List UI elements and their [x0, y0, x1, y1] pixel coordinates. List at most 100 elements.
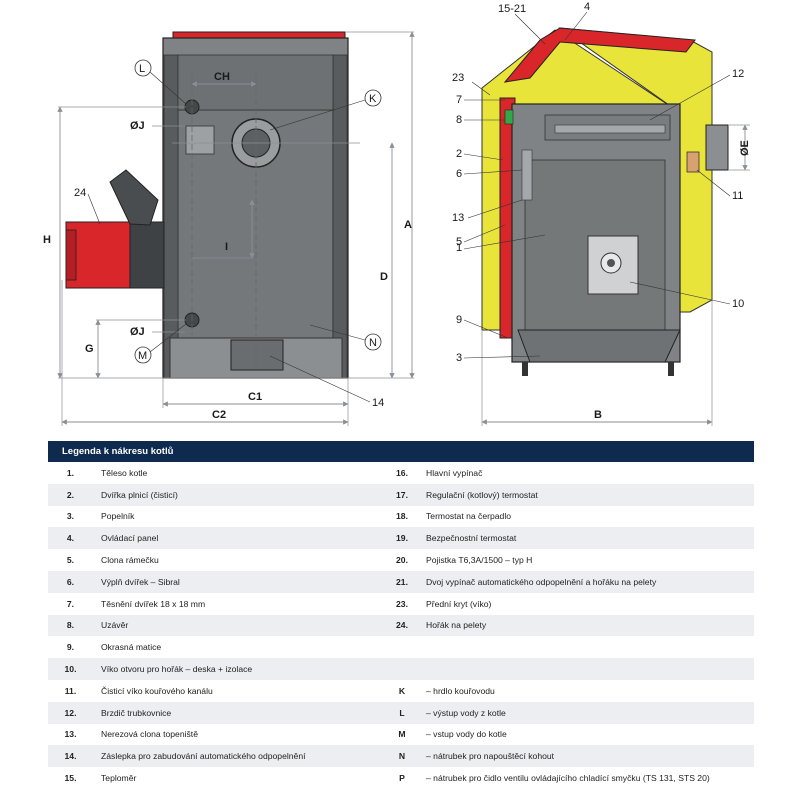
top-cover-red: [503, 27, 696, 83]
legend-number: 12.: [48, 701, 93, 724]
legend-text: Těleso kotle: [93, 462, 388, 484]
legend-number: 1.: [48, 462, 93, 484]
legend-text: [416, 658, 754, 680]
legend-number: 23.: [388, 592, 416, 615]
legend-number: P: [388, 767, 416, 789]
label-15-21: 15-21: [498, 3, 526, 15]
label-2: 2: [456, 148, 462, 160]
dim-j-bottom: ØJ: [130, 326, 145, 338]
legend-text: Bezpečnostní termostat: [416, 527, 754, 550]
legend-number: 17.: [388, 483, 416, 506]
ash-cover-14: [230, 339, 284, 371]
legend-text: [416, 636, 754, 659]
legend-row: 2.Dvířka plnicí (čisticí)17.Regulační (k…: [48, 483, 754, 506]
flue-collar: [705, 124, 729, 171]
legend-text: Hlavní vypínač: [416, 462, 754, 484]
legend-number: 14.: [48, 745, 93, 768]
legend-number: N: [388, 745, 416, 768]
legend-number: 18.: [388, 505, 416, 528]
label-8: 8: [456, 114, 462, 126]
legend-number: 11.: [48, 679, 93, 702]
label-5: 5: [456, 236, 462, 248]
legend-number: 10.: [48, 658, 93, 680]
legend-number: M: [388, 723, 416, 746]
legend-number: 13.: [48, 723, 93, 746]
legend-row: 10.Víko otvoru pro hořák – deska + izola…: [48, 658, 754, 680]
legend-number: K: [388, 679, 416, 702]
legend-number: [388, 636, 416, 659]
legend-text: Přední kryt (víko): [416, 592, 754, 615]
legend-text: Regulační (kotlový) termostat: [416, 483, 754, 506]
dim-g: G: [85, 343, 94, 355]
label-n: N: [369, 337, 377, 349]
dim-ch: CH: [214, 71, 230, 83]
legend-number: 20.: [388, 549, 416, 571]
label-6: 6: [456, 168, 462, 180]
front-view: CH I H G A D C1 C2 ØJ ØJ: [43, 31, 415, 426]
boiler-drawing: CH I H G A D C1 C2 ØJ ØJ: [43, 1, 751, 426]
legend-number: 6.: [48, 570, 93, 593]
legend-text: Víko otvoru pro hořák – deska + izolace: [93, 658, 388, 680]
legend-number: 8.: [48, 614, 93, 637]
label-l: L: [139, 63, 145, 75]
legend-text: Záslepka pro zabudování automatického od…: [93, 745, 388, 768]
legend-number: 9.: [48, 636, 93, 659]
legend-number: 7.: [48, 592, 93, 615]
legend-text: – vstup vody do kotle: [416, 723, 754, 746]
dim-d: D: [380, 271, 388, 283]
label-12: 12: [732, 68, 744, 80]
legend-number: 2.: [48, 483, 93, 506]
ash-pan-3: [517, 329, 681, 363]
legend-title: Legenda k nákresu kotlů: [48, 441, 754, 462]
legend-number: [388, 658, 416, 680]
legend-text: Dvoj vypínač automatického odpopelnění a…: [416, 570, 754, 593]
legend-text: Popelník: [93, 505, 388, 528]
label-9: 9: [456, 314, 462, 326]
legend-text: Okrasná matice: [93, 636, 388, 659]
dim-c2: C2: [212, 409, 226, 421]
label-k: K: [369, 93, 377, 105]
label-7: 7: [456, 94, 462, 106]
legend-text: Clona rámečku: [93, 549, 388, 571]
legend-text: Výplň dvířek – Sibral: [93, 570, 388, 593]
legend-number: 3.: [48, 505, 93, 528]
label-23: 23: [452, 72, 464, 84]
label-m: M: [138, 350, 147, 362]
legend-number: 5.: [48, 549, 93, 571]
legend-number: 21.: [388, 570, 416, 593]
dim-c1: C1: [248, 391, 262, 403]
label-10: 10: [732, 298, 744, 310]
dim-e: ØE: [739, 140, 751, 156]
dim-b: B: [594, 409, 602, 421]
label-4: 4: [584, 1, 590, 13]
label-1-visible: 1: [456, 242, 462, 254]
legend-text: Teploměr: [93, 767, 388, 789]
legend-row: 14.Záslepka pro zabudování automatického…: [48, 745, 754, 768]
legend-text: Nerezová clona topeniště: [93, 723, 388, 746]
legend-number: L: [388, 701, 416, 724]
legend-number: 24.: [388, 614, 416, 637]
label-3: 3: [456, 352, 462, 364]
legend-row: 9.Okrasná matice: [48, 636, 754, 659]
dim-j-top: ØJ: [130, 120, 145, 132]
label-24: 24: [74, 187, 86, 199]
legend-text: Hořák na pelety: [416, 614, 754, 637]
legend-text: Ovládací panel: [93, 527, 388, 550]
legend-text: Uzávěr: [93, 614, 388, 637]
legend-text: Brzdič trubkovnice: [93, 701, 388, 724]
legend-text: Dvířka plnicí (čisticí): [93, 483, 388, 506]
label-11: 11: [732, 190, 743, 202]
pellet-burner-24: [65, 169, 165, 289]
label-13: 13: [452, 212, 464, 224]
